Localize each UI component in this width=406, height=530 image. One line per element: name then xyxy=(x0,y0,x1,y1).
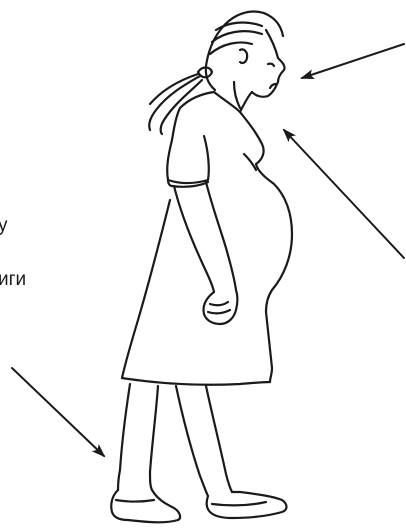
woman-neck xyxy=(234,82,252,112)
arrow-to-legs xyxy=(12,368,104,456)
woman-legs xyxy=(118,384,232,496)
cut-off-label-fragment: y xyxy=(0,216,8,235)
cut-off-label-fragment-legs: иги xyxy=(0,270,26,289)
arrow-to-chest xyxy=(284,130,404,258)
arrow-to-face xyxy=(302,44,404,78)
woman-head xyxy=(149,12,284,134)
woman-shoes xyxy=(111,490,286,522)
woman-arm xyxy=(174,182,238,324)
woman-dress xyxy=(122,92,292,385)
